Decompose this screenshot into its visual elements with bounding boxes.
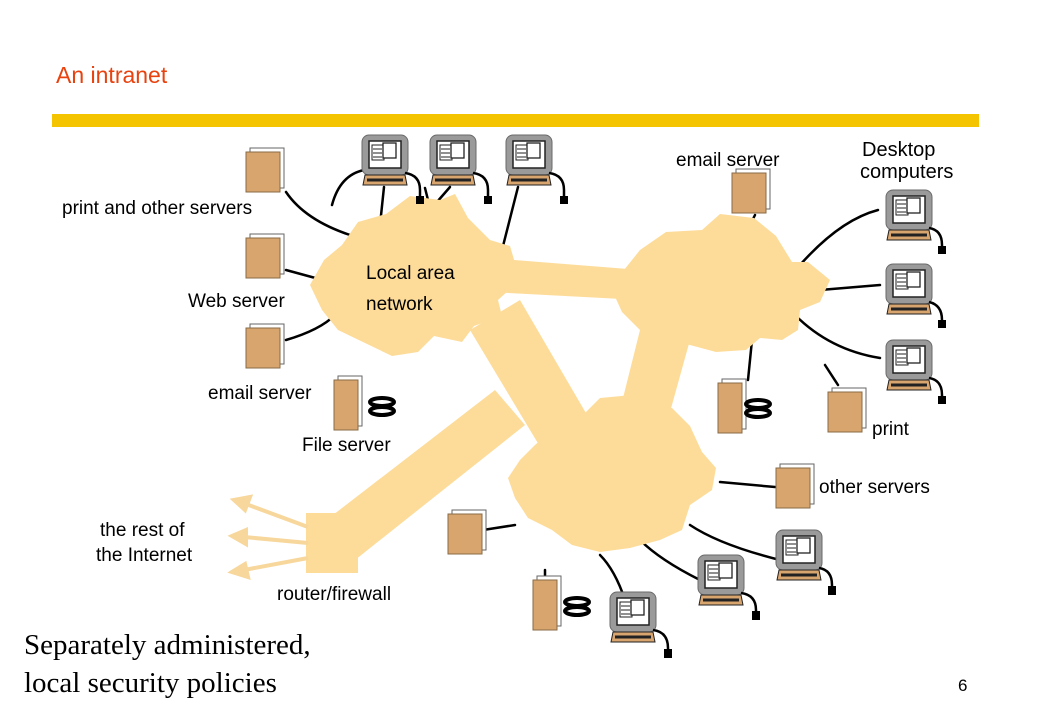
label-lan-line1: Local area — [366, 263, 455, 284]
email-server-icon — [245, 323, 285, 369]
label-internet-line2: the Internet — [96, 545, 193, 566]
label-email-server-left: email server — [208, 383, 312, 404]
desktop-computer-icon — [428, 133, 478, 187]
desktop-computer-icon — [884, 262, 934, 316]
caption-line-1: Separately administered, — [24, 629, 311, 661]
label-other-servers: other servers — [819, 477, 930, 498]
desktop-computer-icon — [884, 338, 934, 392]
slide-caption: Separately administered, local security … — [24, 626, 311, 702]
page-number: 6 — [958, 676, 968, 695]
server-icon — [532, 575, 562, 631]
desktop-computer-icon — [608, 590, 658, 644]
computer-plugs — [416, 196, 568, 204]
computer-cables — [652, 566, 834, 652]
email-server-icon — [731, 168, 771, 214]
desktop-computer-icon — [504, 133, 554, 187]
disk-stack-icon — [563, 596, 591, 617]
label-email-server-top: email server — [676, 150, 780, 171]
computer-cables — [404, 171, 566, 198]
file-server-icon — [333, 375, 363, 431]
web-server-icon — [245, 233, 285, 279]
lan-blob-bottom — [508, 395, 716, 552]
label-router: router/firewall — [277, 584, 392, 605]
local-area-network-blob — [310, 194, 520, 356]
label-web-server: Web server — [188, 291, 285, 312]
internet-arrows — [227, 494, 309, 580]
desktop-computer-icon — [696, 553, 746, 607]
disk-stack-icon — [744, 398, 772, 419]
label-lan-line2: network — [366, 294, 433, 315]
computer-cables — [928, 226, 944, 400]
computer-plugs — [938, 246, 946, 404]
label-desktop-line2: computers — [860, 161, 954, 183]
desktop-computer-icon — [884, 188, 934, 242]
other-server-icon — [775, 463, 815, 509]
desktop-computer-icon — [774, 528, 824, 582]
label-desktop-line1: Desktop — [862, 139, 936, 161]
server-icon — [447, 509, 487, 555]
label-print-and-other-servers: print and other servers — [62, 198, 253, 219]
server-icon — [717, 378, 747, 434]
computer-plugs — [664, 586, 836, 658]
lan-blob-right — [612, 214, 830, 352]
desktop-computer-icon — [360, 133, 410, 187]
label-internet-line1: the rest of — [100, 520, 185, 541]
print-server-icon — [245, 147, 285, 193]
slide-title: An intranet — [56, 62, 168, 88]
label-print: print — [872, 419, 909, 440]
network-shapes — [310, 194, 830, 560]
label-file-server: File server — [302, 435, 391, 456]
disk-stack-icon — [368, 396, 396, 417]
router-box-icon — [306, 513, 358, 573]
caption-line-2: local security policies — [24, 667, 277, 699]
print-server-icon — [827, 387, 867, 433]
title-accent-bar — [52, 114, 979, 127]
